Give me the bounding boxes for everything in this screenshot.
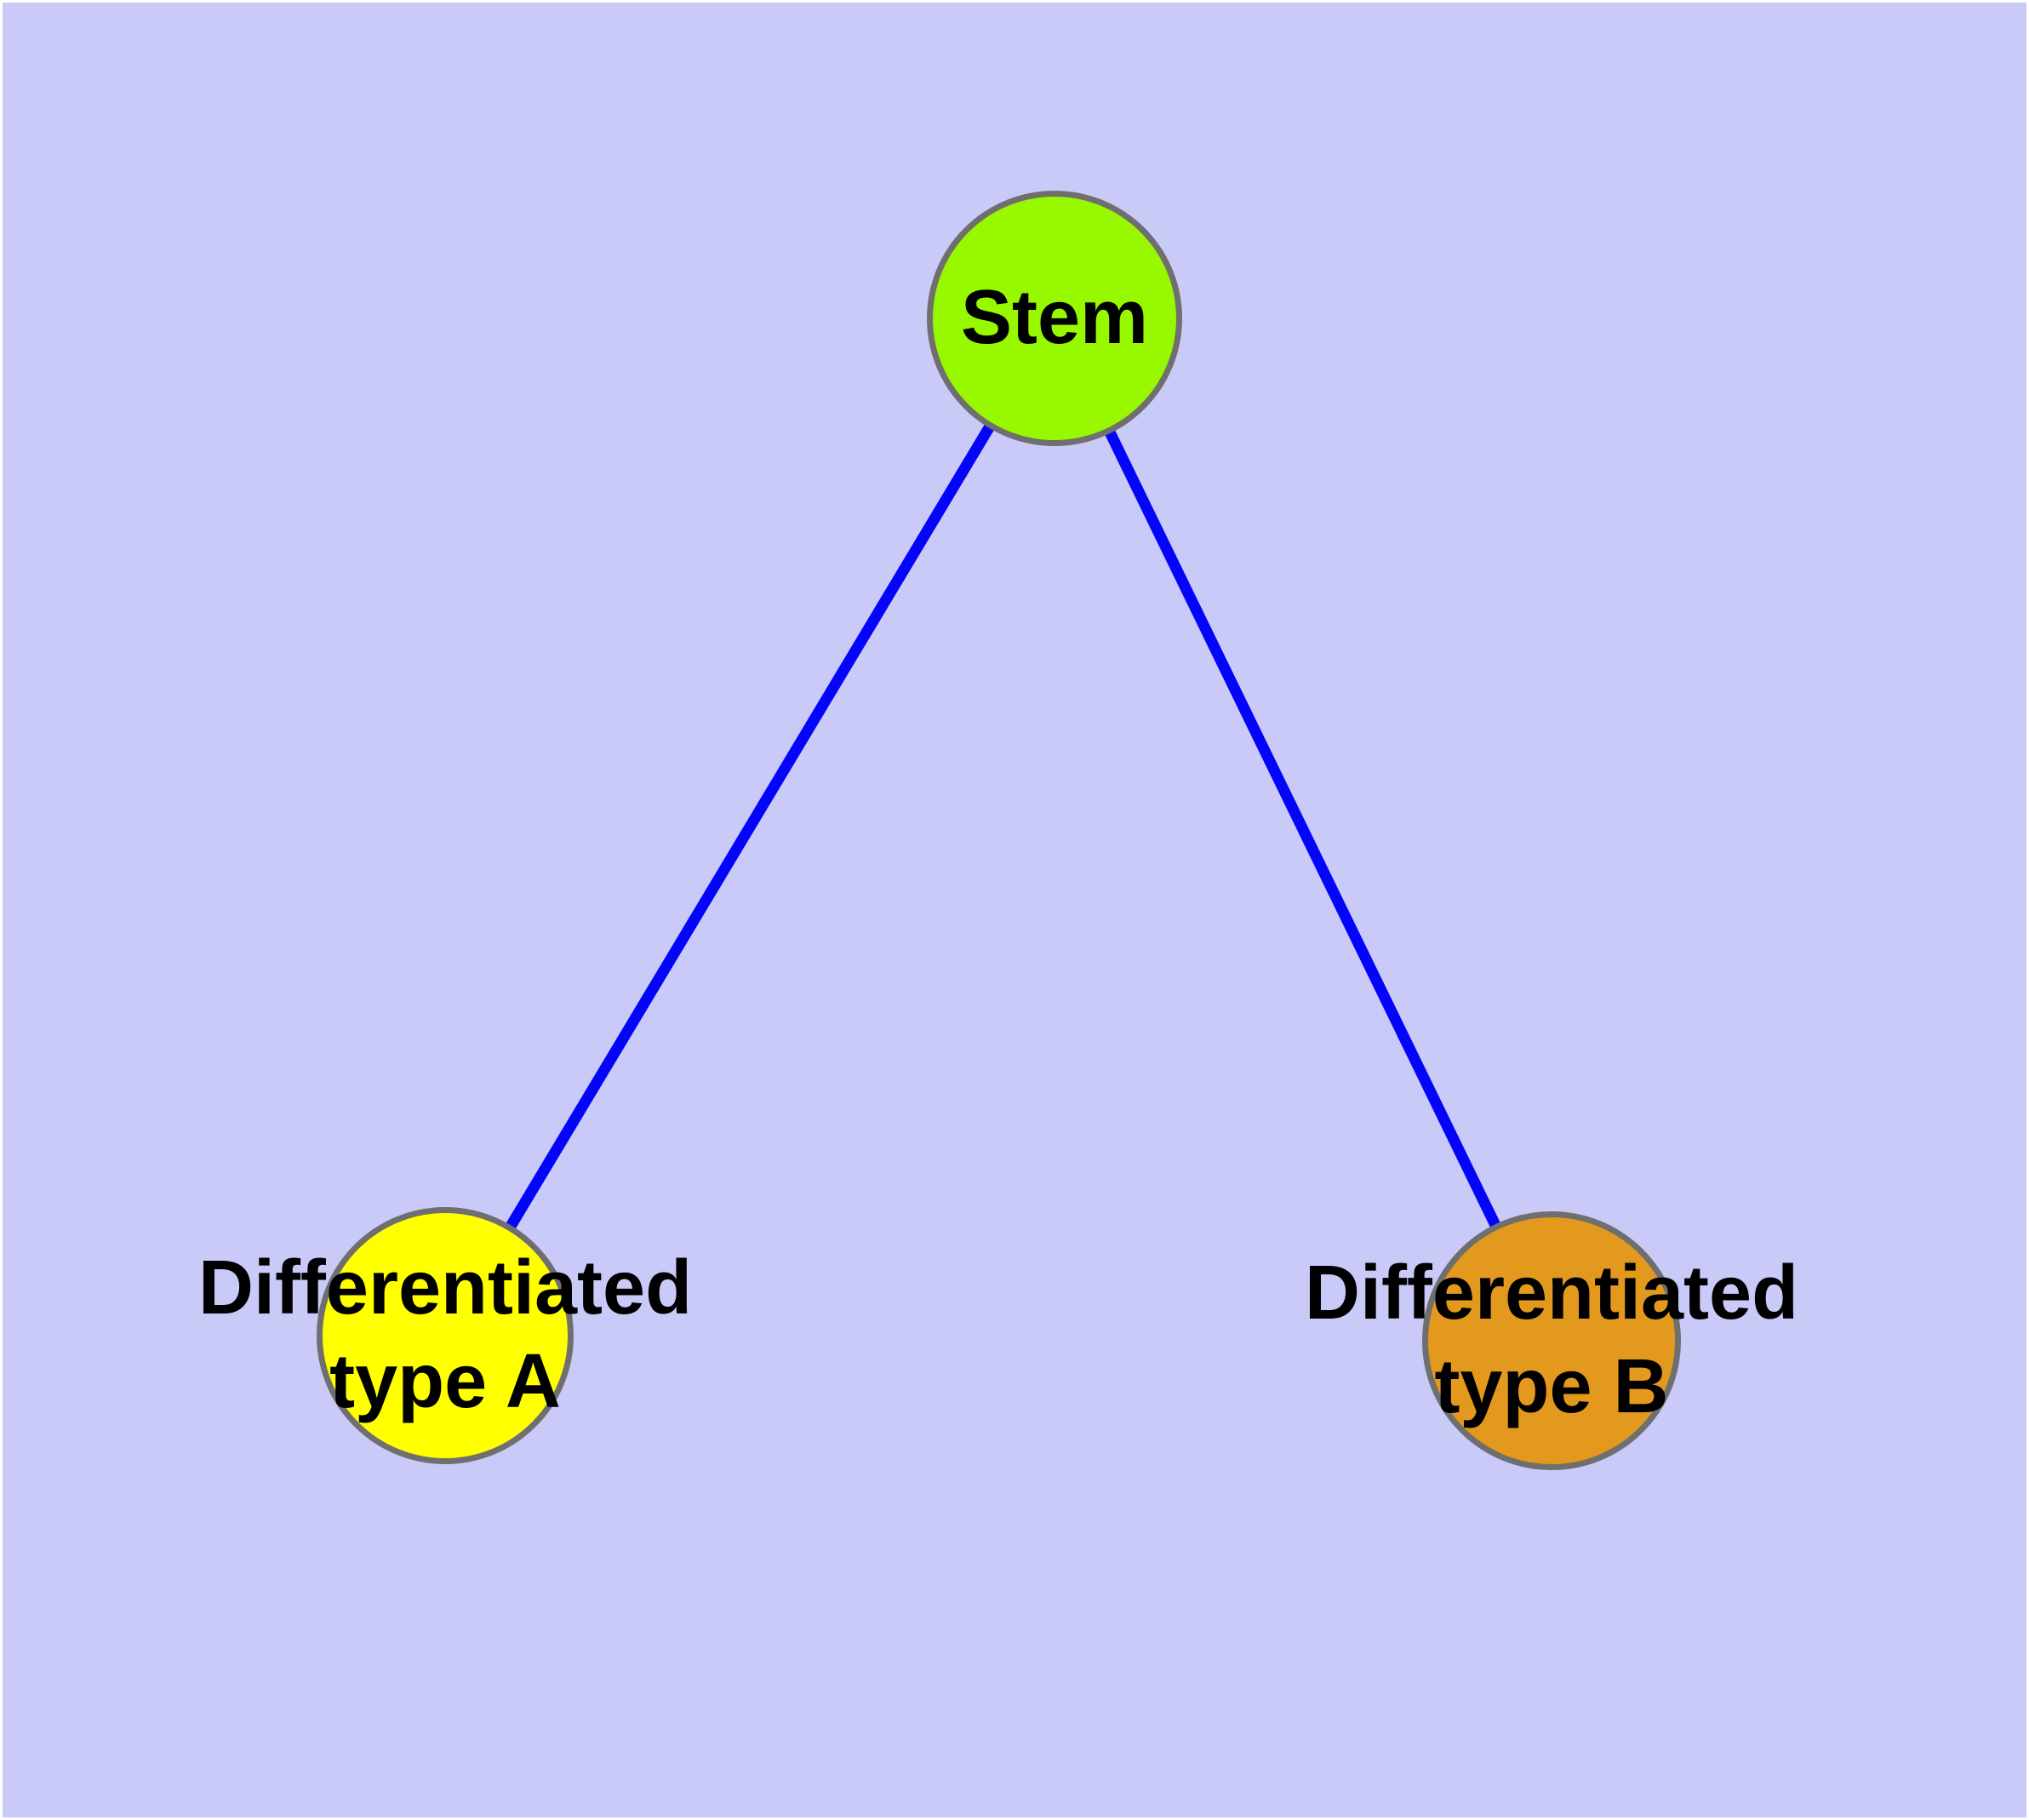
edge-stem-to-type-a <box>440 315 1060 1339</box>
edges-layer <box>440 315 1557 1343</box>
node-differentiated-type-b-circle <box>1422 1211 1681 1470</box>
node-stem-label-line: Stem <box>960 275 1149 361</box>
node-differentiated-type-a-label-line: Differentiated <box>197 1245 693 1331</box>
diagram-background-panel: Stem Differentiated type A Differentiate… <box>3 3 2026 1817</box>
node-differentiated-type-a-circle <box>317 1207 574 1464</box>
node-differentiated-type-b-label-line: Differentiated <box>1304 1251 1799 1336</box>
edge-stem-to-type-b <box>1049 316 1557 1343</box>
node-differentiated-type-a-label: Differentiated type A <box>198 1242 692 1429</box>
node-differentiated-type-b-label: Differentiated type B <box>1305 1247 1798 1434</box>
node-stem-label: Stem <box>961 272 1148 365</box>
node-differentiated-type-b-label-line: type B <box>1434 1344 1669 1429</box>
node-differentiated-type-a-label-line: type A <box>329 1339 561 1424</box>
node-stem-circle <box>927 191 1182 446</box>
